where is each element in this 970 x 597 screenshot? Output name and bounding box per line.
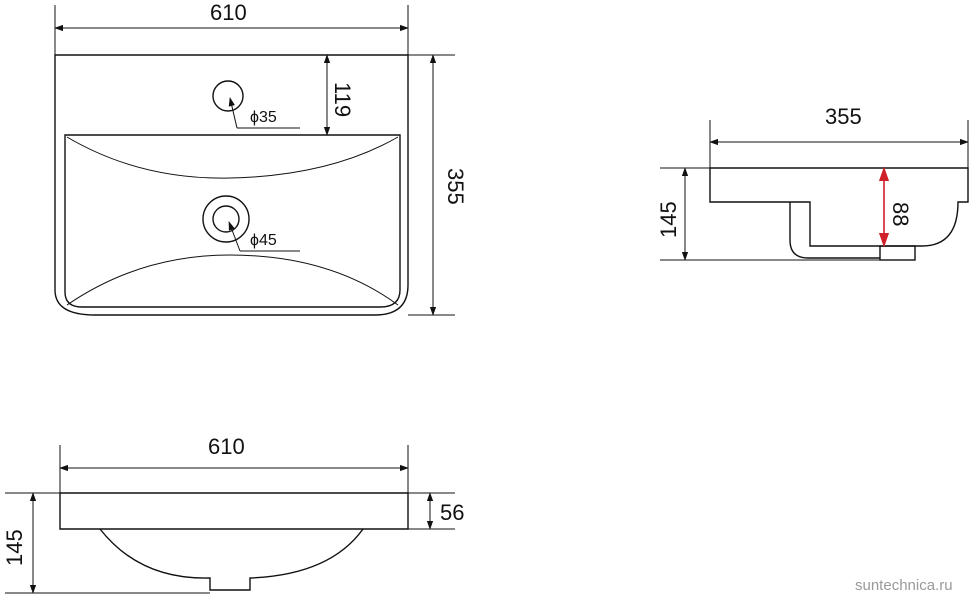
rim-height-label: 56	[440, 500, 464, 525]
side-profile	[709, 167, 969, 247]
bowl-curve-top	[66, 136, 399, 179]
top-view: ϕ35 ϕ45 610 355 119	[54, 0, 468, 316]
drain-hole-inner	[212, 205, 240, 233]
side-drain	[879, 245, 916, 261]
side-height-label: 145	[656, 201, 681, 238]
front-bowl	[99, 528, 364, 591]
tap-hole	[212, 80, 244, 112]
front-profile	[59, 492, 409, 530]
bowl-curve-bottom	[66, 254, 399, 306]
side-width-label: 355	[825, 104, 862, 129]
tap-offset-label: 119	[330, 82, 355, 117]
watermark: suntechnica.ru	[855, 577, 953, 594]
basin-outline	[54, 54, 409, 316]
top-width-label: 610	[210, 0, 247, 25]
front-width-label: 610	[208, 434, 245, 459]
side-view: 355 145 88	[656, 104, 969, 261]
side-bowl	[789, 202, 880, 259]
tap-hole-label: ϕ35	[250, 109, 277, 126]
bowl-outline	[64, 134, 401, 308]
drain-hole-outer	[202, 195, 250, 243]
bowl-depth-label: 88	[888, 202, 913, 226]
front-height-label: 145	[2, 529, 27, 566]
front-view: 610 145 56	[2, 434, 464, 594]
top-depth-label: 355	[443, 168, 468, 205]
drain-hole-label: ϕ45	[250, 232, 277, 249]
